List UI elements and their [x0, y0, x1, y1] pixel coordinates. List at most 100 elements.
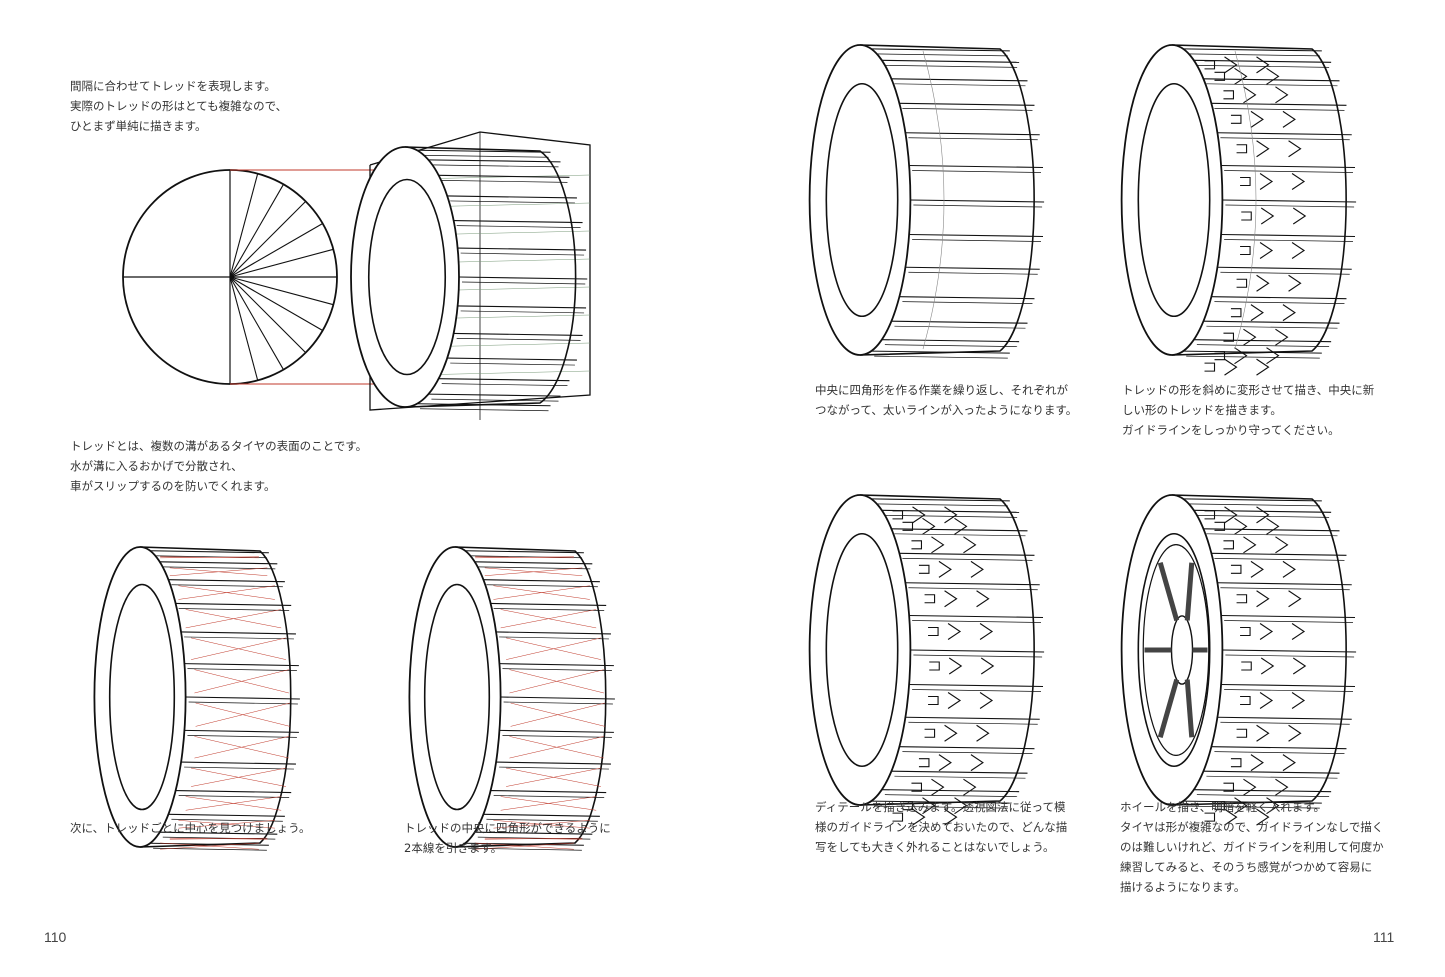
tread-pattern — [902, 517, 968, 535]
wheel-spoke — [1184, 562, 1195, 621]
guide-line — [169, 567, 268, 576]
tread-groove — [460, 310, 585, 314]
tread-groove — [1221, 233, 1356, 238]
tread-groove — [1183, 498, 1322, 502]
tread-groove — [150, 550, 269, 554]
tire-back-outline — [454, 546, 607, 848]
tread-groove — [417, 149, 551, 153]
tread-pattern — [1230, 110, 1296, 128]
tire-back-outline — [859, 44, 1035, 356]
tread-groove — [871, 350, 1010, 354]
guide-line — [191, 767, 286, 787]
tread-groove — [910, 649, 1045, 653]
tread-groove — [1221, 683, 1356, 688]
tread-pattern — [1240, 623, 1306, 640]
tread-pattern — [1214, 517, 1280, 535]
tread-groove — [913, 204, 1043, 208]
tread-groove — [884, 514, 1018, 518]
tread-groove — [178, 608, 290, 611]
tread-groove — [881, 789, 1020, 793]
tread-pattern — [1204, 506, 1270, 524]
tread-groove — [500, 696, 615, 700]
wheel-spoke — [1184, 679, 1195, 738]
guide-line — [493, 585, 590, 600]
tread-groove — [502, 668, 612, 671]
tread-pattern — [911, 778, 977, 796]
circle-division — [229, 276, 323, 331]
guide-line — [194, 736, 289, 759]
tread-groove — [912, 689, 1041, 692]
tire-rim-opening — [825, 532, 899, 768]
guide-line — [506, 637, 602, 660]
tread-groove — [891, 528, 1028, 532]
tread-groove — [1217, 582, 1352, 586]
tread-pattern — [1241, 207, 1307, 225]
tread-groove — [1220, 137, 1350, 141]
guide-line — [475, 842, 574, 850]
tread-groove — [1203, 770, 1340, 774]
tread-groove — [503, 701, 613, 705]
tire-step4 — [1120, 44, 1357, 376]
tread-pattern — [1230, 560, 1296, 578]
tread-pattern — [1214, 347, 1280, 365]
tread-groove — [417, 403, 551, 407]
tread-groove — [486, 584, 598, 588]
tread-groove — [1224, 689, 1353, 692]
guide-line — [500, 609, 597, 629]
tread-groove — [902, 558, 1033, 561]
tread-groove — [1193, 789, 1332, 793]
tread-pattern — [1236, 274, 1302, 292]
tread-groove — [184, 663, 299, 667]
tread-groove — [168, 813, 285, 817]
tire-back-outline — [859, 494, 1035, 806]
guide-line — [509, 669, 604, 694]
guide-line — [185, 796, 282, 811]
step4-caption: トレッドの形を斜めに変形させて描き、中央に新しい形のトレッドを描きます。 ガイド… — [1122, 383, 1375, 437]
tread-groove — [1214, 108, 1345, 111]
guide-line — [195, 702, 290, 727]
tread-groove — [1224, 170, 1353, 173]
tire-back-outline — [139, 546, 292, 848]
circle-division — [229, 276, 334, 306]
tread-groove — [1222, 649, 1357, 653]
tread-groove — [905, 266, 1040, 270]
tread-groove — [909, 614, 1044, 619]
tread-groove — [905, 132, 1040, 136]
tread-groove — [909, 683, 1044, 688]
circle-division — [229, 184, 284, 278]
tread-groove — [461, 281, 586, 285]
tread-pattern — [1236, 590, 1302, 608]
tread-groove — [499, 663, 614, 667]
center-guide — [1234, 50, 1257, 350]
tread-groove — [441, 180, 568, 183]
guide-line — [484, 837, 583, 840]
guide-line — [191, 637, 287, 660]
step5-caption: ディテールを描き込みます。透視図法に従って模様のガイドラインを決めておいたので、… — [815, 800, 1068, 854]
tread-groove — [453, 332, 583, 336]
tread-groove — [1217, 132, 1352, 136]
tread-groove — [899, 296, 1035, 300]
tread-groove — [1193, 509, 1332, 513]
tire-rim-opening — [825, 82, 899, 318]
tread-groove — [496, 631, 611, 635]
tread-pattern — [928, 692, 994, 709]
tread-groove — [499, 729, 614, 733]
tread-groove — [162, 836, 276, 840]
circle-division — [229, 173, 259, 278]
tread-groove — [909, 233, 1044, 238]
tread-groove — [175, 602, 292, 607]
tread-groove — [1203, 528, 1340, 532]
tread-groove — [874, 503, 1008, 507]
guide-line — [484, 567, 583, 576]
tire-back-outline — [1171, 494, 1347, 806]
tread-pattern — [1223, 328, 1289, 346]
tread-groove — [912, 620, 1041, 623]
tread-groove — [1211, 296, 1347, 300]
tread-groove — [884, 64, 1018, 68]
tread-groove — [420, 408, 549, 412]
tread-groove — [1224, 620, 1353, 623]
tread-groove — [474, 831, 593, 835]
tread-groove — [499, 636, 609, 640]
construction-tire — [350, 146, 588, 412]
